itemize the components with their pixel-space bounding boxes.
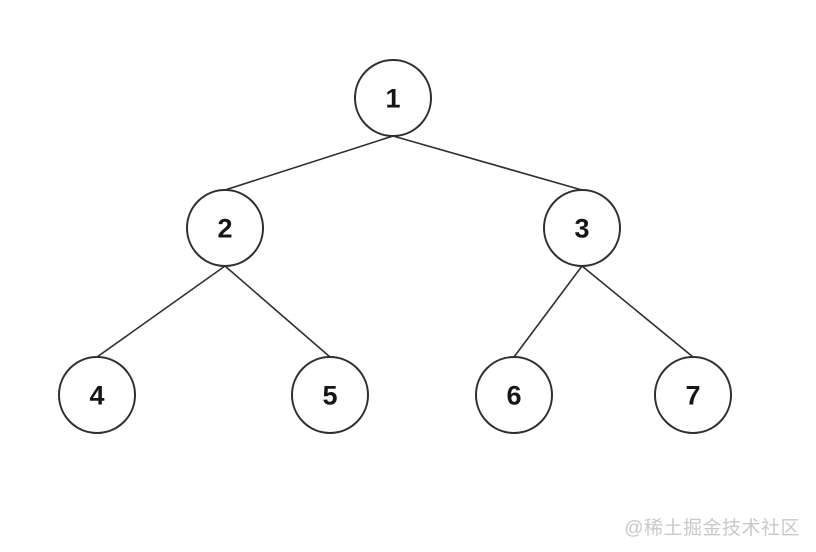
tree-edge-1-2 bbox=[224, 135, 394, 191]
tree-edge-3-6 bbox=[513, 265, 583, 358]
tree-node-4: 4 bbox=[58, 356, 136, 434]
tree-node-circle-2 bbox=[186, 189, 264, 267]
tree-node-3: 3 bbox=[543, 189, 621, 267]
tree-node-label-2: 2 bbox=[217, 214, 232, 244]
tree-node-circle-7 bbox=[654, 356, 732, 434]
tree-node-circle-3 bbox=[543, 189, 621, 267]
tree-node-5: 5 bbox=[291, 356, 369, 434]
tree-edge-2-5 bbox=[224, 265, 331, 358]
tree-edge-2-4 bbox=[96, 265, 226, 358]
tree-node-6: 6 bbox=[475, 356, 553, 434]
tree-node-1: 1 bbox=[354, 59, 432, 137]
tree-node-circle-6 bbox=[475, 356, 553, 434]
tree-edge-3-7 bbox=[581, 265, 694, 358]
tree-node-2: 2 bbox=[186, 189, 264, 267]
tree-node-circle-5 bbox=[291, 356, 369, 434]
tree-node-label-7: 7 bbox=[685, 381, 700, 411]
tree-node-label-6: 6 bbox=[506, 381, 521, 411]
tree-node-label-5: 5 bbox=[322, 381, 337, 411]
tree-node-circle-4 bbox=[58, 356, 136, 434]
tree-node-label-1: 1 bbox=[385, 84, 400, 114]
tree-edge-1-3 bbox=[392, 135, 583, 191]
tree-node-7: 7 bbox=[654, 356, 732, 434]
watermark: @稀土掘金技术社区 bbox=[624, 518, 800, 539]
tree-node-label-4: 4 bbox=[89, 381, 104, 411]
tree-node-circle-1 bbox=[354, 59, 432, 137]
tree-node-label-3: 3 bbox=[574, 214, 589, 244]
